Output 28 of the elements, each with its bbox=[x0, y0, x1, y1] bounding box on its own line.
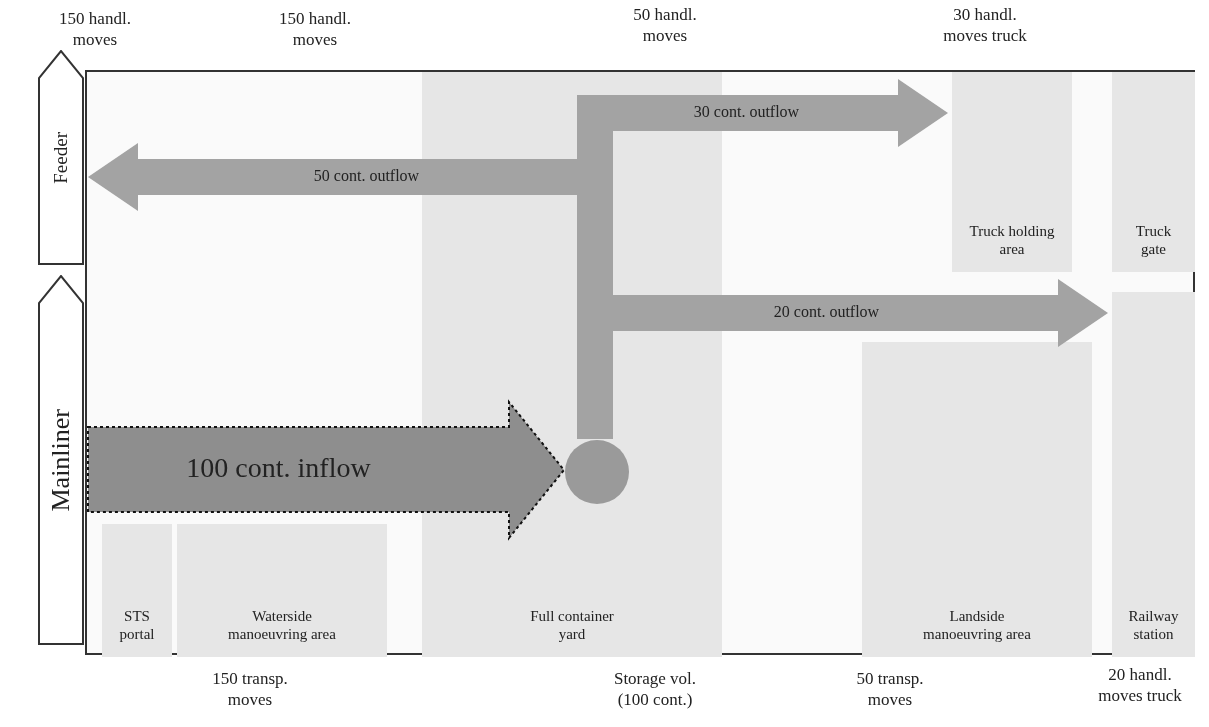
edge-label: 20 cont. outflow bbox=[772, 303, 881, 321]
volume-note: 150 handl. moves bbox=[58, 8, 132, 51]
volume-note: 20 handl. moves truck bbox=[1097, 664, 1183, 707]
area-band bbox=[102, 524, 172, 657]
edge-label: 100 cont. inflow bbox=[185, 452, 372, 484]
area-name: Landside manoeuvring area bbox=[922, 607, 1032, 643]
area-name: Truck gate bbox=[1134, 222, 1173, 258]
area-name: STS portal bbox=[118, 607, 156, 643]
area-band bbox=[862, 342, 1092, 657]
volume-note: 150 handl. moves bbox=[278, 8, 352, 51]
edge-label: 30 cont. outflow bbox=[692, 103, 801, 121]
area-band bbox=[1112, 72, 1195, 272]
area-band bbox=[177, 524, 387, 657]
edge-label: 50 cont. outflow bbox=[312, 167, 421, 185]
area-band bbox=[952, 72, 1072, 272]
volume-note: Storage vol. (100 cont.) bbox=[612, 668, 698, 711]
vessel-name: Mainliner bbox=[46, 408, 76, 512]
volume-note: 150 transp. moves bbox=[211, 668, 289, 711]
flow-arrow bbox=[87, 399, 566, 541]
volume-note: 50 transp. moves bbox=[855, 668, 925, 711]
area-name: Railway station bbox=[1127, 607, 1180, 643]
area-name: Full container yard bbox=[529, 607, 615, 643]
area-name: Truck holding area bbox=[968, 222, 1056, 258]
volume-note: 50 handl. moves bbox=[632, 4, 698, 47]
vessel-name: Feeder bbox=[50, 131, 72, 184]
volume-note: 30 handl. moves truck bbox=[942, 4, 1028, 47]
area-name: Waterside manoeuvring area bbox=[227, 607, 337, 643]
area-band bbox=[1112, 292, 1195, 657]
